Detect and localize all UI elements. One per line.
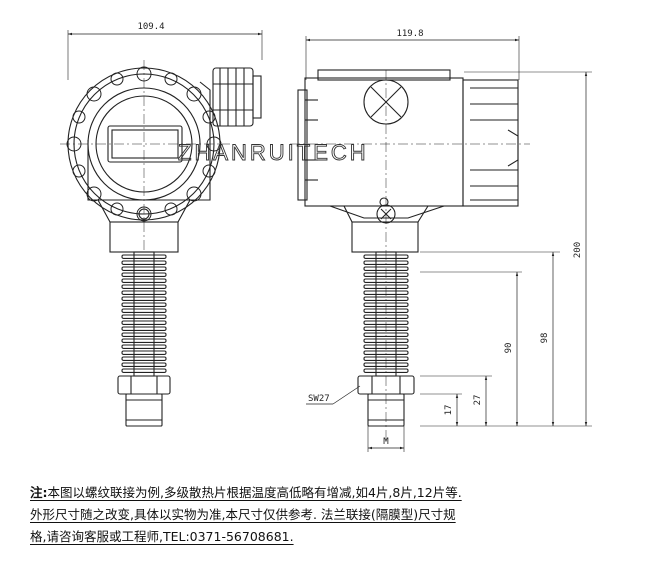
dim-side-width: 119.8	[396, 29, 423, 39]
cooling-fin	[363, 278, 409, 283]
dim-height-17: 17	[444, 405, 454, 416]
cooling-fin	[363, 344, 409, 349]
cooling-fin	[121, 254, 167, 259]
cooling-fin	[363, 272, 409, 277]
cooling-fin	[363, 260, 409, 265]
cooling-fin	[363, 254, 409, 259]
cooling-fin	[121, 344, 167, 349]
cooling-fin	[121, 320, 167, 325]
cooling-fin	[121, 332, 167, 337]
cooling-fin	[121, 326, 167, 331]
cooling-fin	[363, 266, 409, 271]
cooling-fin	[363, 320, 409, 325]
cooling-fin	[363, 362, 409, 367]
dim-front-width: 109.4	[137, 22, 164, 32]
side-cooling-fins	[363, 254, 409, 373]
cooling-fin	[121, 260, 167, 265]
note-line-2: 外形尺寸随之改变,具体以实物为准,本尺寸仅供参考. 法兰联接(隔膜型)尺寸规	[30, 507, 456, 522]
cooling-fin	[121, 284, 167, 289]
cooling-fin	[363, 332, 409, 337]
note-line-3: 格,请咨询客服或工程师,TEL:0371-56708681.	[30, 529, 294, 544]
cooling-fin	[363, 326, 409, 331]
cooling-fin	[363, 290, 409, 295]
cooling-fin	[121, 314, 167, 319]
note-line-1: 注:本图以螺纹联接为例,多级散热片根据温度高低略有增减,如4片,8片,12片等.	[30, 482, 630, 504]
dim-height-90: 90	[504, 343, 514, 354]
cooling-fin	[121, 350, 167, 355]
cooling-fin	[121, 290, 167, 295]
dim-height-total: 200	[573, 242, 583, 258]
cooling-fin	[121, 296, 167, 301]
cooling-fin	[121, 278, 167, 283]
front-view	[60, 30, 263, 427]
cooling-fin	[363, 356, 409, 361]
cooling-fin	[363, 314, 409, 319]
cooling-fin	[121, 272, 167, 277]
drawing-note: 注:本图以螺纹联接为例,多级散热片根据温度高低略有增减,如4片,8片,12片等.…	[30, 482, 630, 548]
cooling-fin	[121, 338, 167, 343]
cooling-fin	[363, 350, 409, 355]
cooling-fin	[121, 302, 167, 307]
thread-label: M	[383, 437, 389, 447]
cooling-fin	[121, 356, 167, 361]
cooling-fin	[121, 362, 167, 367]
note-text-1: 本图以螺纹联接为例,多级散热片根据温度高低略有增减,如4片,8片,12片等.	[47, 485, 462, 500]
cooling-fin	[121, 266, 167, 271]
cooling-fin	[363, 368, 409, 373]
dim-height-27: 27	[473, 395, 483, 406]
cooling-fin	[121, 308, 167, 313]
dim-height-98: 98	[540, 333, 550, 344]
note-label: 注:	[30, 485, 48, 500]
wrench-size-label: SW27	[308, 394, 330, 404]
dimension-drawing: 109.4 119.8 200 98 90 27 17 SW27 M ZHANR…	[60, 22, 592, 452]
cooling-fin	[363, 296, 409, 301]
watermark: ZHANRUITECH	[178, 140, 369, 165]
cooling-fin	[363, 302, 409, 307]
cooling-fin	[121, 368, 167, 373]
side-view	[290, 36, 592, 452]
cooling-fin	[363, 284, 409, 289]
cooling-fin	[363, 338, 409, 343]
front-cooling-fins	[121, 254, 167, 373]
cooling-fin	[363, 308, 409, 313]
